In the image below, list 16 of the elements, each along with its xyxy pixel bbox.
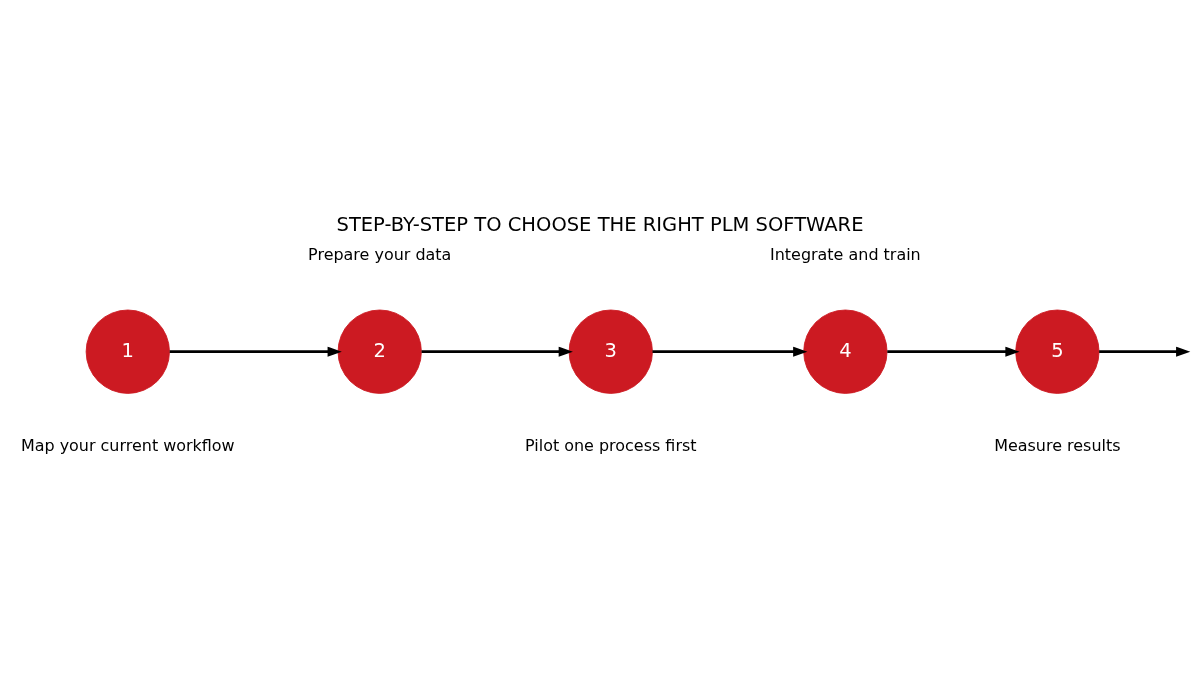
arrow <box>421 346 573 357</box>
node-circle: 3 <box>568 309 653 394</box>
arrow <box>1099 346 1191 357</box>
node-label: Map your current workflow <box>20 436 235 456</box>
node-label: Measure results <box>994 436 1121 456</box>
node-circle: 1 <box>85 309 170 394</box>
arrow <box>652 346 808 357</box>
node-circle: 5 <box>1015 309 1100 394</box>
diagram-title: STEP-BY-STEP TO CHOOSE THE RIGHT PLM SOFTWARE <box>336 212 864 236</box>
node-label: Prepare your data <box>308 244 452 264</box>
node-label: Pilot one process first <box>525 436 697 456</box>
arrow <box>887 346 1020 357</box>
node-circle: 4 <box>803 309 888 394</box>
arrow <box>169 346 342 357</box>
node-label: Integrate and train <box>770 244 921 264</box>
node-circle: 2 <box>337 309 422 394</box>
